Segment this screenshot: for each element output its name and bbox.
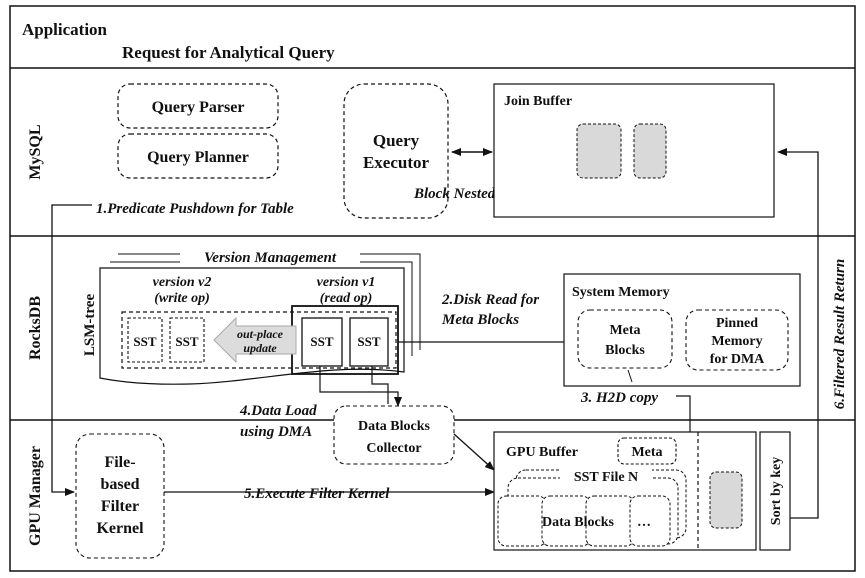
pinned-memory-label-1: Pinned [716,316,758,331]
filtered-result-return-arrow [777,148,819,519]
version-management-label: Version Management [204,250,337,266]
meta-blocks-label-1: Meta [609,323,640,338]
meta-box [617,437,677,465]
filter-kernel-label-1: File- [104,454,135,471]
sst-v2-1 [127,317,163,363]
disk-read-label-2: Meta Blocks [441,312,519,328]
query-parser-box [117,83,279,129]
lsm-tree-label: LSM-tree [82,294,98,357]
query-executor-label-2: Executor [363,153,430,172]
query-executor-box [343,83,449,219]
version-v2-label-2: (write op) [154,291,210,306]
gpu-manager-layer-label: GPU Manager [27,446,44,546]
data-load-label-2: using DMA [240,424,312,440]
sst-v1-1 [301,317,343,367]
data-blocks-collector-label-2: Collector [366,441,421,456]
sorted-result-block [709,471,743,529]
filter-kernel-label-4: Kernel [96,520,144,537]
sort-by-key-label: Sort by key [769,457,784,525]
filter-kernel-label-2: based [100,476,139,493]
query-executor-label-1: Query [373,131,420,150]
data-blocks-ellipsis: … [637,515,651,530]
out-place-update-label-1: out-place [237,327,284,341]
application-layer-label: Application [22,20,108,39]
join-buffer-block-2 [633,123,667,179]
meta-blocks-box [577,309,673,369]
query-planner-box [117,133,279,179]
sst-v2-1-label: SST [133,334,156,349]
request-label: Request for Analytical Query [122,43,335,62]
sst-v2-2 [169,317,205,363]
sst-v2-2-label: SST [175,334,198,349]
sst-file-n-label-bg [560,466,652,484]
predicate-pushdown-arrow [51,204,92,496]
system-memory-box [563,273,801,387]
gpu-buffer-label: GPU Buffer [506,445,578,460]
meta-label: Meta [631,445,662,460]
version-v2-label-1: version v2 [153,275,212,290]
sst-v1-2-label: SST [357,334,380,349]
filter-kernel-label-3: Filter [101,498,139,515]
query-parser-label: Query Parser [152,99,245,116]
h2d-copy-label: 3. H2D copy [580,390,658,406]
version-v1-label-2: (read op) [320,291,373,306]
h2d-copy-connector [627,369,633,383]
data-blocks-collector-box [333,405,455,465]
sst-to-collector-arrow-1 [319,366,402,407]
pinned-memory-box [685,309,789,371]
query-planner-label: Query Planner [147,149,249,166]
predicate-pushdown-label: 1.Predicate Pushdown for Table [96,201,294,217]
sort-by-key-box [759,431,791,551]
system-memory-label: System Memory [572,285,670,300]
join-buffer-box [493,83,775,218]
execute-filter-label: 5.Execute Filter Kernel [244,486,390,502]
sst-file-n-label: SST File N [574,470,638,485]
out-place-update-arrow [213,316,297,364]
data-load-label-1: 4.Data Load [239,403,317,419]
pinned-memory-label-3: for DMA [710,352,765,367]
collector-to-gpu-buffer-arrow [453,433,495,471]
sst-to-collector-arrow-2 [371,366,389,404]
sst-v1-2 [349,317,389,367]
data-block-1 [497,495,547,547]
pinned-memory-label-2: Memory [711,334,762,349]
data-block-4 [629,495,671,547]
mysql-layer-label: MySQL [27,124,44,179]
version-management-label-bg [180,246,360,266]
meta-blocks-label-2: Blocks [605,343,645,358]
filtered-result-return-label: 6.Filtered Result Return [832,259,848,409]
rocksdb-layer-label: RocksDB [27,296,44,360]
version-v2-region [121,311,397,369]
version-v1-label-1: version v1 [317,275,376,290]
join-buffer-block-1 [576,123,622,179]
data-blocks-collector-label-1: Data Blocks [358,419,431,434]
data-blocks-label: Data Blocks [542,515,615,530]
outer-frame [9,5,856,572]
disk-read-label-1: 2.Disk Read for [441,292,539,308]
filter-kernel-box [75,433,165,559]
out-place-update-label-2: update [243,341,277,355]
join-buffer-label: Join Buffer [504,94,572,109]
sst-v1-1-label: SST [310,334,333,349]
